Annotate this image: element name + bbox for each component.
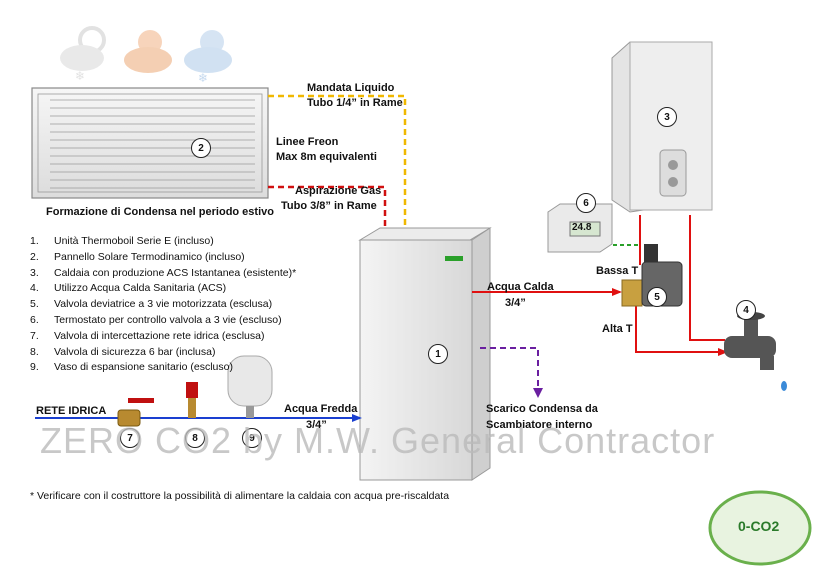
legend-item: 8.Valvola di sicurezza 6 bar (inclusa) xyxy=(30,345,216,358)
cold-arrow xyxy=(352,414,362,422)
expansion-vessel xyxy=(227,355,273,418)
marker-4: 4 xyxy=(736,300,756,320)
label-acqua-calda-size: 3/4” xyxy=(505,297,526,309)
sun-cloud-icon xyxy=(124,30,172,73)
safety-valve xyxy=(186,382,198,418)
sun-cloud-rain-icon: ❄ xyxy=(184,30,232,85)
legend-item: 3.Caldaia con produzione ACS Istantanea … xyxy=(30,266,297,279)
boiler-out-line xyxy=(689,215,725,341)
label-aspirazione: Aspirazione Gas xyxy=(295,185,382,197)
label-tubo-38: Tubo 3/8” in Rame xyxy=(281,200,377,212)
label-scarico-2: Scambiatore interno xyxy=(486,419,593,431)
svg-text:❄: ❄ xyxy=(75,69,85,83)
drain-arrow xyxy=(533,388,543,398)
legend-list: 1.Unità Thermoboil Serie E (incluso) 2.P… xyxy=(30,234,296,376)
legend-item: 7.Valvola di intercettazione rete idrica… xyxy=(30,329,265,342)
marker-9: 9 xyxy=(242,428,262,448)
marker-8: 8 xyxy=(185,428,205,448)
wall-boiler xyxy=(611,41,713,213)
weather-icons: ❄ ❄ xyxy=(60,26,232,85)
legend-item: 2.Pannello Solare Termodinamico (incluso… xyxy=(30,250,245,263)
tap-arrow xyxy=(718,348,728,356)
footnote: * Verificare con il costruttore la possi… xyxy=(30,490,450,502)
shutoff-valve xyxy=(117,398,154,427)
legend-item: 1.Unità Thermoboil Serie E (incluso) xyxy=(30,235,214,247)
hot-arrow xyxy=(612,288,622,296)
marker-5: 5 xyxy=(647,287,667,307)
legend-item: 6.Termostato per controllo valvola a 3 v… xyxy=(30,313,282,326)
zero-co2-logo xyxy=(708,490,812,566)
label-acqua-fredda-size: 3/4” xyxy=(306,419,327,431)
label-mandata: Mandata Liquido xyxy=(307,82,395,94)
label-alta-t: Alta T xyxy=(602,323,633,335)
legend-item: 5.Valvola deviatrice a 3 vie motorizzata… xyxy=(30,298,273,311)
solar-panel xyxy=(31,87,269,199)
hot-to-tap-line xyxy=(635,292,725,353)
legend-item: 9.Vaso di espansione sanitario (escluso) xyxy=(30,361,233,374)
marker-2: 2 xyxy=(191,138,211,158)
label-acqua-fredda: Acqua Fredda xyxy=(284,403,358,415)
marker-7: 7 xyxy=(120,428,140,448)
watermark: ZERO CO2 by M.W. General Contractor xyxy=(40,420,716,461)
svg-text:❄: ❄ xyxy=(198,71,208,85)
thermoboil-unit xyxy=(358,227,492,481)
marker-3: 3 xyxy=(657,107,677,127)
marker-1: 1 xyxy=(428,344,448,364)
label-condensa: Formazione di Condensa nel periodo estiv… xyxy=(46,206,274,218)
cloud-snow-icon: ❄ xyxy=(60,26,106,83)
label-acqua-calda: Acqua Calda xyxy=(487,281,554,293)
label-max8m: Max 8m equivalenti xyxy=(276,151,377,163)
thermostat-display: 24.8 xyxy=(572,222,592,233)
liquid-line xyxy=(268,94,407,235)
marker-6: 6 xyxy=(576,193,596,213)
label-tubo-14: Tubo 1/4” in Rame xyxy=(307,97,403,109)
water-tap xyxy=(724,312,787,391)
label-scarico-1: Scarico Condensa da xyxy=(486,403,598,415)
label-rete-idrica: RETE IDRICA xyxy=(36,405,107,417)
label-linee: Linee Freon xyxy=(276,136,339,148)
logo-text: 0-CO2 xyxy=(738,518,780,534)
label-bassa-t: Bassa T xyxy=(596,265,639,277)
legend-item: 4.Utilizzo Acqua Calda Sanitaria (ACS) xyxy=(30,282,227,295)
thermostat xyxy=(547,203,613,253)
